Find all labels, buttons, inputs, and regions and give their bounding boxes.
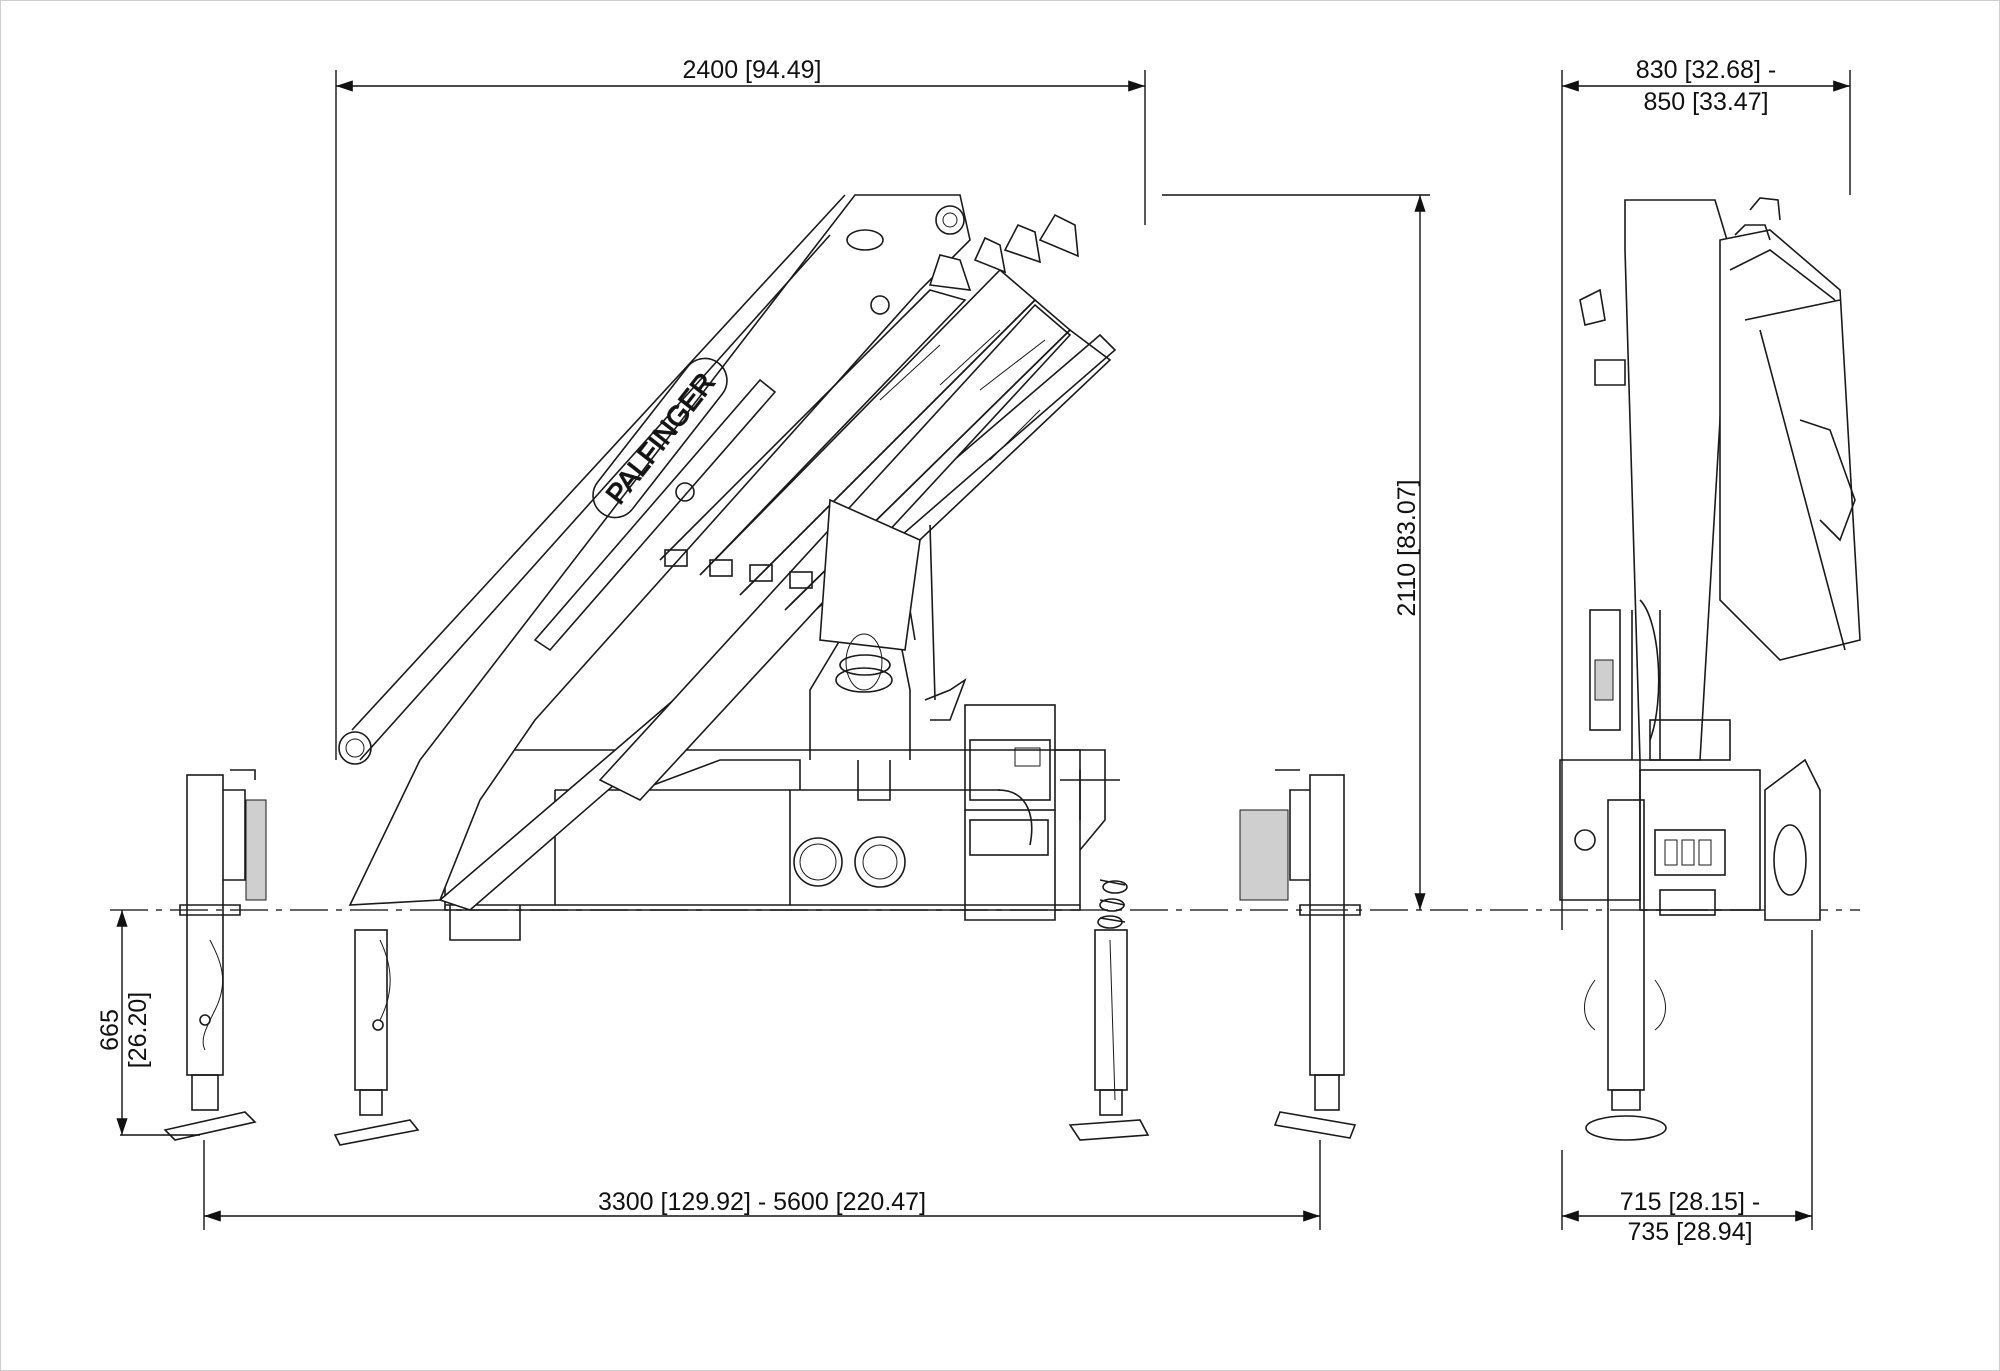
dim-width-top-line1: 830 [32.68] - bbox=[1636, 56, 1776, 84]
front-view-main-column bbox=[1624, 199, 1731, 761]
side-view: PALFINGER bbox=[163, 194, 1361, 1146]
dim-outrigger-span: 3300 [129.92] - 5600 [220.47] bbox=[598, 1188, 926, 1216]
dim-width-top-line2: 850 [33.47] bbox=[1643, 88, 1768, 116]
outrigger-left-inner bbox=[333, 929, 420, 1146]
dim-below-ground-in: [26.20] bbox=[124, 992, 152, 1068]
outrigger-left-outer bbox=[163, 769, 267, 1141]
lift-cylinder bbox=[819, 498, 967, 721]
front-view bbox=[1559, 197, 1861, 1141]
dim-width-bottom-line1: 715 [28.15] - bbox=[1620, 1188, 1760, 1216]
dim-height: 2110 [83.07] bbox=[1393, 479, 1421, 616]
dimension-lines bbox=[116, 70, 1851, 1230]
front-view-leg bbox=[1607, 799, 1645, 1091]
outrigger-right-inner bbox=[1068, 929, 1150, 1141]
dim-below-ground-mm: 665 bbox=[96, 1009, 124, 1051]
dim-width-bottom-line2: 735 [28.94] bbox=[1627, 1218, 1752, 1246]
dim-boom-length: 2400 [94.49] bbox=[682, 56, 821, 84]
outrigger-right-outer bbox=[1239, 769, 1361, 1139]
